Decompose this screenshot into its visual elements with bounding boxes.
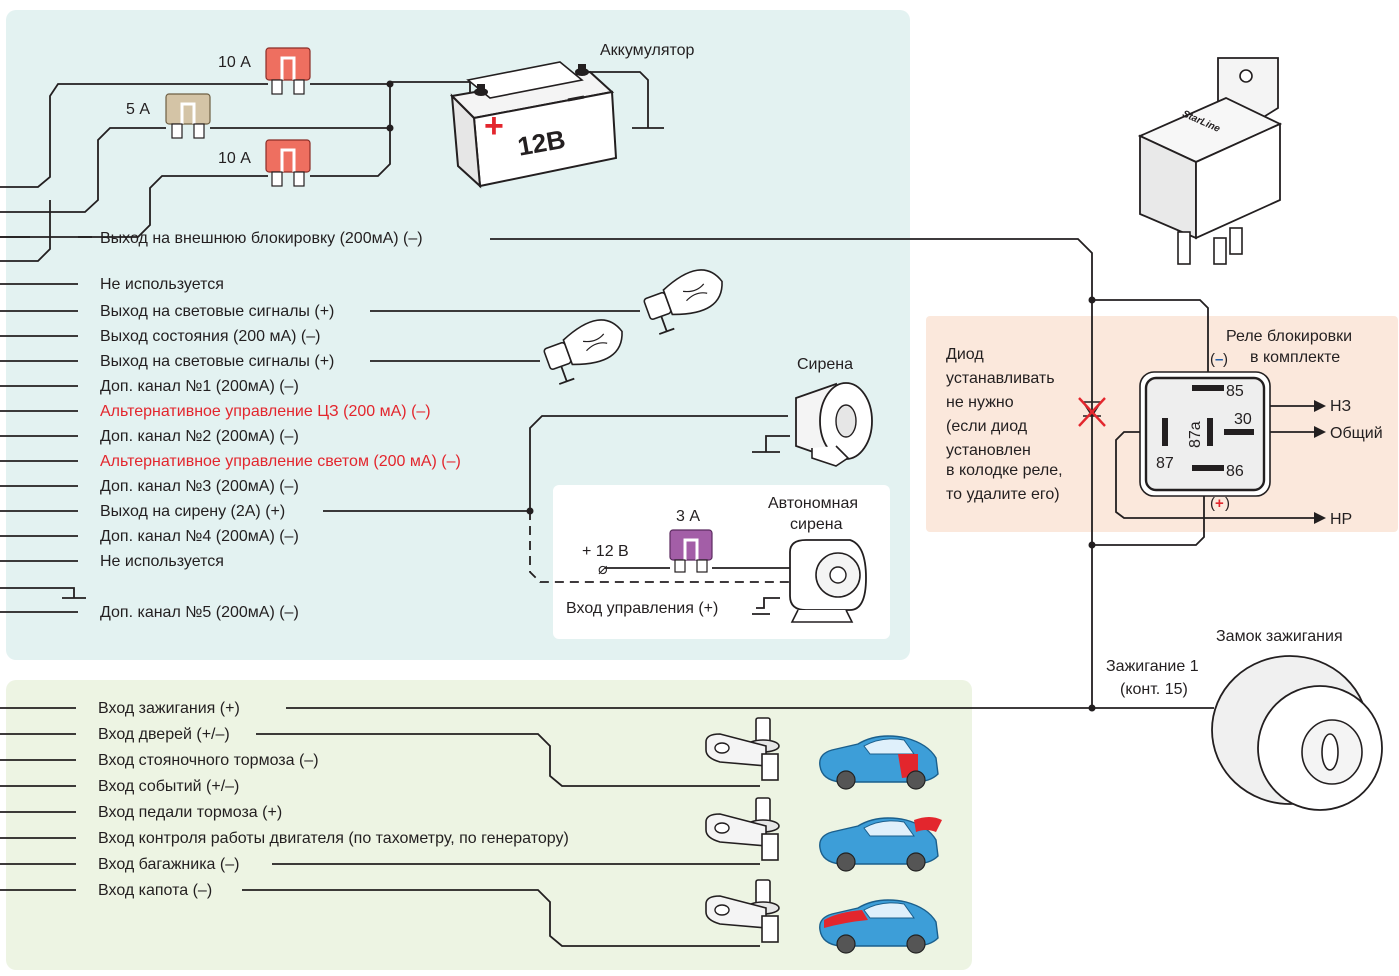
- fuse-5a: [165, 93, 211, 139]
- output-label: Доп. канал №1 (200мА) (–): [100, 378, 299, 395]
- limit-switch-icon: [705, 879, 780, 943]
- battery-icon: [449, 61, 618, 189]
- diode-note-line: (если диод: [946, 418, 1028, 435]
- relay-title-2: в комплекте: [1250, 349, 1340, 366]
- relay-pin-87: 87: [1156, 455, 1174, 472]
- output-label: Не используется: [100, 553, 224, 570]
- diode-note-line: Диод: [946, 346, 984, 363]
- limit-switch-icon: [705, 797, 780, 861]
- input-label: Вход педали тормоза (+): [98, 804, 282, 821]
- battery-plus: +: [484, 107, 504, 145]
- autonomous-siren-title-1: Автономная: [768, 495, 858, 512]
- limit-switch-icon: [705, 717, 780, 781]
- diode-note-line: установлен: [946, 442, 1031, 459]
- fuse-10a-top: [265, 47, 311, 95]
- fuse-symbol-icon: ⌀: [598, 561, 608, 578]
- fuse-10a-bottom: [265, 139, 311, 187]
- output-label: Доп. канал №4 (200мА) (–): [100, 528, 299, 545]
- diode-note: Диод устанавливать не нужно (если диод у…: [946, 346, 1063, 503]
- relay-minus-mark: –: [1215, 351, 1223, 368]
- fuse-10a-bottom-label: 10 А: [218, 150, 251, 167]
- autonomous-siren-title-2: сирена: [790, 516, 843, 533]
- ignition-line-2: (конт. 15): [1120, 681, 1188, 698]
- relay-output-nc: НЗ: [1330, 398, 1351, 415]
- autonomous-siren-supply: + 12 В: [582, 543, 629, 560]
- relay-output-no: НР: [1330, 511, 1352, 528]
- input-labels: Вход зажигания (+) Вход дверей (+/–) Вхо…: [98, 700, 569, 899]
- relay-pin-87a: 87a: [1187, 421, 1204, 448]
- output-label: Выход на внешнюю блокировку (200мА) (–): [100, 230, 423, 247]
- diode-note-line: то удалите его): [946, 486, 1060, 503]
- input-label: Вход стояночного тормоза (–): [98, 752, 319, 769]
- input-label: Вход событий (+/–): [98, 778, 239, 795]
- diode-note-line: не нужно: [946, 394, 1014, 411]
- output-label: Доп. канал №2 (200мА) (–): [100, 428, 299, 445]
- fuse-10a-top-label: 10 А: [218, 54, 251, 71]
- input-label: Вход дверей (+/–): [98, 726, 230, 743]
- output-label: Не используется: [100, 276, 224, 293]
- fuse-3a-label: 3 А: [676, 508, 700, 525]
- relay-socket-icon: [1139, 371, 1271, 497]
- siren-title: Сирена: [797, 356, 853, 373]
- relay-pin-85: 85: [1226, 383, 1244, 400]
- ignition-lock-icon: [1211, 655, 1383, 811]
- output-label: Выход состояния (200 мА) (–): [100, 328, 320, 345]
- input-label: Вход зажигания (+): [98, 700, 240, 717]
- ignition-line-1: Зажигание 1: [1106, 658, 1199, 675]
- output-label: Выход на световые сигналы (+): [100, 353, 334, 370]
- input-wire-stubs: [0, 707, 1214, 947]
- input-label: Вход багажника (–): [98, 856, 239, 873]
- relay-output-common: Общий: [1330, 425, 1383, 442]
- battery-title: Аккумулятор: [600, 42, 695, 59]
- bulb-icon: [543, 319, 623, 385]
- relay-pin-30: 30: [1234, 411, 1252, 428]
- output-label: Выход на световые сигналы (+): [100, 303, 334, 320]
- output-label: Альтернативное управление ЦЗ (200 мА) (–…: [100, 403, 431, 420]
- output-label: Доп. канал №3 (200мА) (–): [100, 478, 299, 495]
- relay-plus-mark-close: ): [1225, 495, 1230, 512]
- ignition-lock-title: Замок зажигания: [1216, 628, 1343, 645]
- relay-plus-mark: +: [1215, 495, 1224, 512]
- power-wiring: [0, 71, 664, 262]
- diode-note-line: в колодке реле,: [946, 462, 1063, 479]
- relay-title-1: Реле блокировки: [1226, 328, 1352, 345]
- output-device-wires: [323, 238, 1093, 708]
- fuse-3a: [669, 529, 713, 573]
- input-label: Вход контроля работы двигателя (по тахом…: [98, 830, 569, 847]
- car-trunk-icon: [819, 817, 942, 872]
- diode-crossed-icon: [1078, 397, 1106, 427]
- output-label: Выход на сирену (2А) (+): [100, 503, 285, 520]
- output-label: Доп. канал №5 (200мА) (–): [100, 604, 299, 621]
- output-wire-stubs: [0, 236, 92, 613]
- car-door-icon: [819, 735, 939, 790]
- relay-pin-86: 86: [1226, 463, 1244, 480]
- output-label: Альтернативное управление светом (200 мА…: [100, 453, 461, 470]
- relay-3d-icon: [1137, 57, 1283, 265]
- fuse-5a-label: 5 А: [126, 101, 150, 118]
- car-hood-icon: [819, 899, 939, 954]
- relay-plus-mark-open: (: [1210, 495, 1215, 512]
- relay-minus-mark-open: (: [1210, 351, 1215, 368]
- output-labels: Выход на внешнюю блокировку (200мА) (–) …: [100, 230, 461, 621]
- relay-minus-mark-close: ): [1223, 351, 1228, 368]
- bulb-icon: [643, 269, 723, 335]
- autonomous-siren-control: Вход управления (+): [566, 600, 718, 617]
- siren-icon: [795, 382, 873, 467]
- autonomous-siren-icon: [789, 539, 867, 623]
- input-label: Вход капота (–): [98, 882, 212, 899]
- diode-note-line: устанавливать: [946, 370, 1055, 387]
